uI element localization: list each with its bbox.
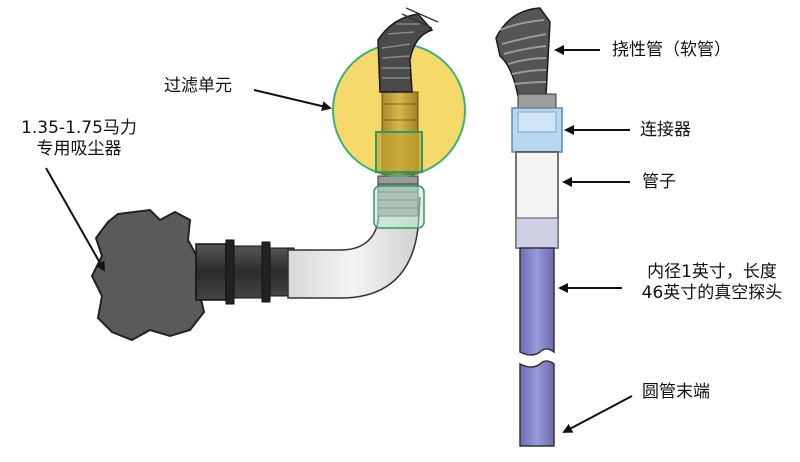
label-flexible-hose: 挠性管（软管） xyxy=(612,40,731,60)
arrow-vacuum xyxy=(45,167,105,272)
label-filter-unit: 过滤单元 xyxy=(164,76,232,96)
label-probe: 内径1英寸，长度 46英寸的真空探头 xyxy=(641,262,783,303)
arrow-rounded-end xyxy=(562,395,633,433)
arrow-filter xyxy=(253,89,332,112)
label-tube: 管子 xyxy=(642,172,676,192)
probe-lower xyxy=(519,360,555,447)
label-rounded-end: 圆管末端 xyxy=(642,382,710,402)
label-vacuum: 1.35-1.75马力 专用吸尘器 xyxy=(21,118,137,159)
label-connector: 连接器 xyxy=(640,120,691,140)
probe-upper xyxy=(519,247,555,356)
dark-coupling xyxy=(195,243,227,301)
vacuum-cleaner-shape xyxy=(90,208,206,342)
